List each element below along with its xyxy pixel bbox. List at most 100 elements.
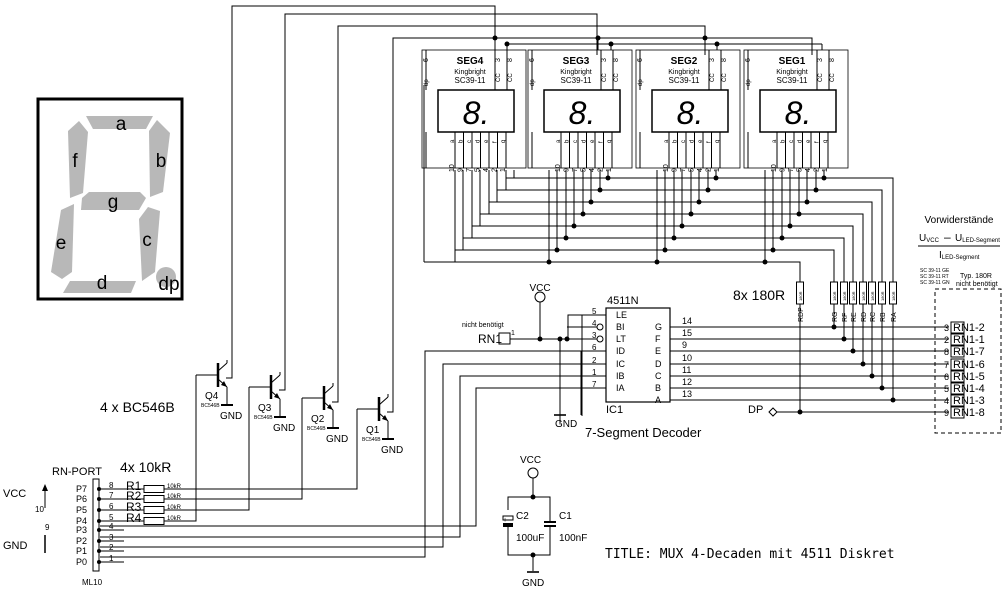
display-glyph: 8.	[463, 95, 490, 131]
gnd-label: GND	[381, 445, 403, 456]
resistor-name: RA	[891, 312, 898, 322]
pin-num-2: 2	[492, 168, 499, 172]
decoder-pin-lt: LT	[616, 334, 626, 344]
pin-num-10: 10	[663, 164, 670, 172]
pin-num-7: 7	[788, 168, 795, 172]
rn1-connector: nicht benötigt RN1 1	[462, 322, 515, 346]
pin-num-4: 4	[589, 168, 596, 172]
rn-header-pin	[950, 358, 965, 371]
display-glyph: 8.	[677, 95, 704, 131]
display-outline	[421, 49, 527, 169]
pin-6: 6	[529, 58, 536, 62]
rn-port-pin-num: 2	[109, 543, 114, 552]
bi-bubble	[596, 323, 604, 331]
rn-header-pin	[950, 406, 965, 419]
decoder-pin-le: LE	[616, 310, 627, 320]
rn-header-label: RN1-7	[953, 346, 985, 358]
rn-port-pin-label: P3	[76, 525, 87, 535]
segment-f	[68, 121, 88, 198]
cathode-wiring	[226, 5, 823, 413]
rn-port-pin-num: 1	[109, 554, 114, 563]
decoder-name: IC1	[606, 404, 623, 416]
decoder-pin-num: 13	[682, 389, 692, 399]
label-d: d	[97, 273, 108, 294]
c1-name: C1	[559, 511, 572, 522]
pin-8: 8	[613, 58, 620, 62]
resistor-name: RF	[842, 313, 849, 322]
decoder-pin-num: 11	[682, 365, 691, 375]
rn1-note: nicht benötigt	[462, 322, 504, 329]
resistor-name: RG	[832, 312, 839, 323]
pin-name-b: b	[459, 139, 465, 143]
transistor-type: BC546B	[254, 415, 273, 421]
display-part: SC39-11	[777, 76, 809, 85]
display-glyph: 8.	[785, 95, 812, 131]
decoder-pin-ib: IB	[616, 371, 625, 381]
lt-bubble	[596, 335, 604, 343]
rn-port-pin-label: P5	[76, 505, 87, 515]
pin-name-a: a	[556, 139, 562, 143]
pin-num-5: 5	[797, 168, 804, 172]
transistor-label: 4 x BC546B	[100, 399, 175, 415]
pin-name-g: g	[823, 140, 829, 143]
pin-name-f: f	[599, 141, 605, 143]
base-resistor-name: R2	[126, 489, 142, 503]
pin-name-b: b	[565, 139, 571, 143]
rn-port-pin-label: P7	[76, 484, 87, 494]
segment-dp	[156, 267, 176, 287]
pin-name-f: f	[707, 141, 713, 143]
pin-num-1: 1	[714, 168, 721, 172]
pin-num-2: 2	[706, 168, 713, 172]
decoder-pin-b: B	[655, 383, 661, 393]
rn-header-pin	[950, 370, 965, 383]
display-glyph: 8.	[569, 95, 596, 131]
pin-name-d: d	[690, 140, 696, 143]
pin-name-a: a	[450, 139, 456, 143]
base-resistor-name: R3	[126, 500, 142, 514]
c2-name: C2	[516, 511, 529, 522]
rn-port-pin-label: P6	[76, 494, 87, 504]
segment-c	[139, 207, 160, 281]
rn-header-label: RN1-5	[953, 371, 985, 383]
resistor-note: Vorwiderstände UVCC – ULED-Segment ILED-…	[918, 215, 1000, 286]
transistor-name: Q3	[258, 403, 272, 414]
pin-name-c: c	[681, 140, 687, 143]
rn-port-pin-p1: P1 2	[76, 543, 124, 556]
pin-8: 8	[507, 58, 514, 62]
base-resistor-body	[143, 495, 165, 503]
pin-name-d: d	[476, 140, 482, 143]
base-resistor-value: 10kR	[167, 484, 182, 490]
resistor-value: 180R	[851, 291, 856, 301]
display-window	[543, 89, 621, 133]
display-window	[651, 89, 729, 133]
rn-header-pin	[950, 345, 965, 358]
segment-a	[86, 116, 153, 129]
vcc-port: VCC	[3, 488, 26, 500]
gnd-label: GND	[220, 411, 242, 422]
vcc-caps: VCC	[520, 455, 541, 466]
decoder-pin-g: G	[655, 322, 662, 332]
pin-8: 8	[829, 58, 836, 62]
rn-port-pin-num: 7	[109, 491, 114, 500]
pin-num-7: 7	[466, 168, 473, 172]
rn-header-num: 9	[944, 408, 949, 418]
resistor-value: 180R	[880, 291, 885, 301]
rn-header-num: 3	[944, 323, 949, 333]
display-name: SEG1	[779, 56, 806, 67]
rn-port-pin-label: P1	[76, 546, 87, 556]
pin-name-a: a	[664, 139, 670, 143]
bus-junctions	[546, 175, 827, 265]
display-outline	[635, 49, 741, 169]
decoder-pin-num: 10	[682, 353, 692, 363]
pin-num-9: 9	[672, 168, 679, 172]
display-name: SEG4	[457, 56, 484, 67]
